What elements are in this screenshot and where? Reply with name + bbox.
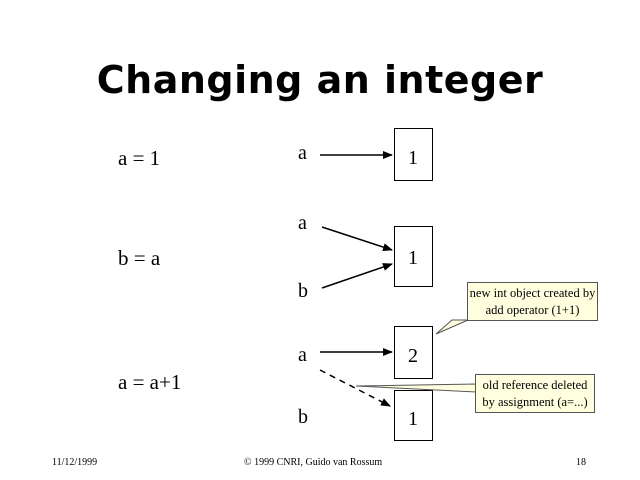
arrow-a-to-1-step2 [321,226,393,251]
int-object-value-step1: 1 [408,147,418,169]
footer-copyright: © 1999 CNRI, Guido van Rossum [244,457,383,468]
slide-title: Changing an integer [96,58,544,102]
label-b-step3: b [298,406,308,428]
footer-page-number: 18 [576,457,586,468]
int-object-box-new [394,326,433,379]
arrow-b-to-1-step2 [321,263,393,289]
callout-pointer-deleted-reference [355,383,477,393]
callout-pointer-new-object [435,319,469,335]
callout-deleted-reference: old reference deleted by assignment (a=.… [475,374,595,413]
int-object-box-step1 [394,128,433,181]
int-object-box-step2 [394,226,433,287]
label-a-step2: a [298,212,307,234]
callout-new-object: new int object created by add operator (… [467,282,598,321]
statement-a-equals-1: a = 1 [118,146,161,170]
label-a-step1: a [298,142,307,164]
int-object-box-old [394,390,433,441]
int-object-value-step2: 1 [408,247,418,269]
arrow-deleted-reference-dashed [319,369,391,407]
label-b-step2: b [298,280,308,302]
label-a-step3: a [298,344,307,366]
int-object-value-new: 2 [408,345,418,367]
statement-b-equals-a: b = a [118,246,161,270]
statement-a-equals-a-plus-1: a = a+1 [118,370,182,394]
footer-date: 11/12/1999 [52,457,98,468]
int-object-value-old: 1 [408,408,418,430]
